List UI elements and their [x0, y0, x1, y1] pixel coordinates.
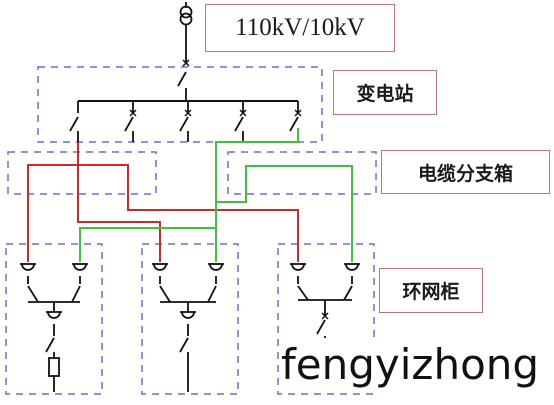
branch-box-left	[7, 151, 157, 195]
substation-box	[37, 66, 323, 143]
watermark-text: fengyizhong	[279, 338, 542, 392]
transformer-icon	[177, 2, 193, 101]
ring-unit-1	[20, 263, 88, 392]
substation-label: 变电站	[333, 70, 437, 115]
ring-box-3	[277, 243, 375, 395]
feeder-switch-5	[289, 101, 302, 142]
feeder-switches	[69, 101, 302, 142]
ring-unit-2	[152, 263, 224, 392]
feeder-switch-2	[124, 101, 137, 142]
dashed-boxes	[5, 66, 377, 395]
ring-box-2	[141, 243, 239, 395]
ring-main-units	[20, 263, 360, 392]
feeder-switch-1	[69, 101, 79, 142]
branch-box-right	[227, 151, 377, 195]
ring-box-1	[5, 243, 103, 395]
feeder-switch-3	[179, 101, 192, 142]
red-cable	[27, 142, 299, 262]
voltage-ratio-label: 110kV/10kV	[205, 4, 395, 52]
ring-main-unit-label: 环网柜	[379, 268, 483, 313]
feeder-switch-4	[234, 101, 247, 142]
green-cable	[79, 128, 353, 262]
cable-branch-box-label: 电缆分支箱	[381, 150, 550, 194]
